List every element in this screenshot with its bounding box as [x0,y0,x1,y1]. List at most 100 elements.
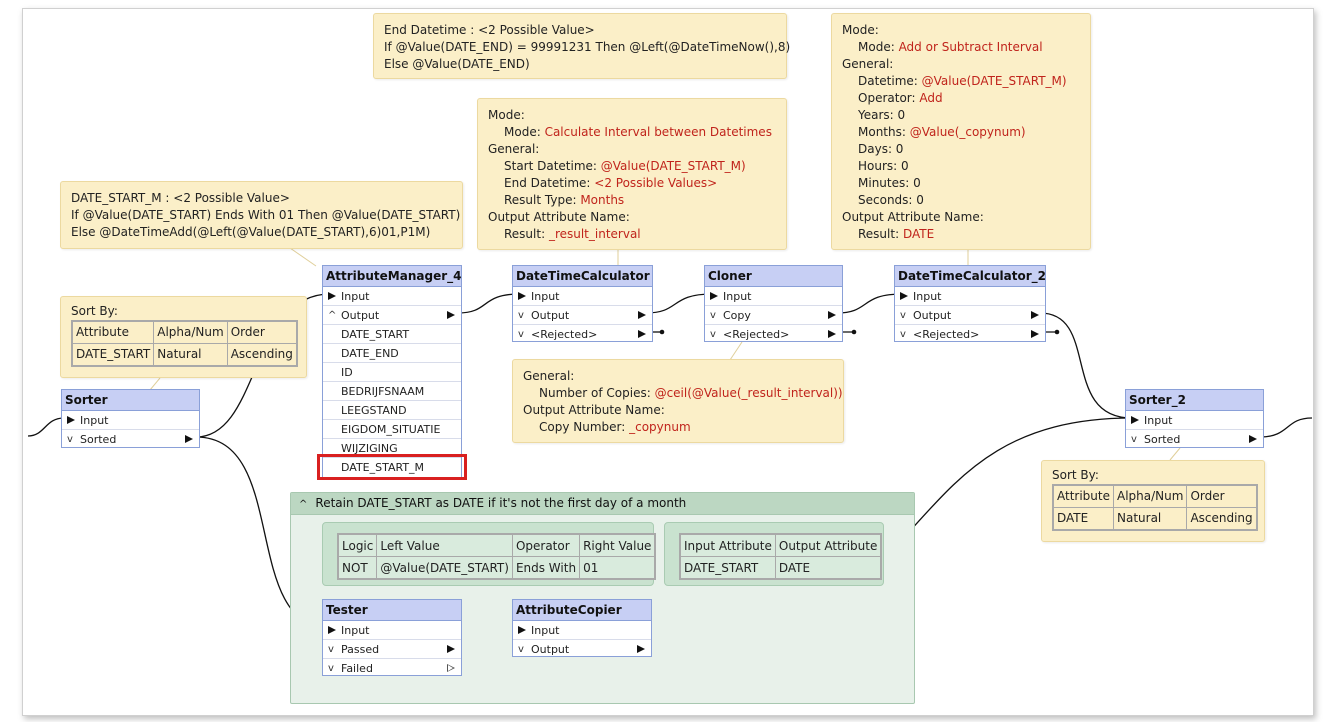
output-port-icon[interactable] [828,330,836,338]
minutes-param: Minutes: 0 [858,176,921,190]
param-label: Number of Copies: [539,386,655,400]
output-port-icon[interactable] [1249,435,1257,443]
chevron-down-icon[interactable]: v [900,329,906,340]
chevron-down-icon[interactable]: v [328,663,334,674]
bookmark-header[interactable]: ^Retain DATE_START as DATE if it's not t… [291,493,914,515]
chevron-down-icon[interactable]: v [710,329,716,340]
param-value: @Value(_copynum) [909,125,1026,139]
output-port-icon[interactable] [638,311,646,319]
output-port-icon[interactable] [638,330,646,338]
input-port[interactable]: Input [323,621,461,640]
collapse-caret-icon[interactable]: ^ [299,499,308,510]
attribute-copier-summary[interactable]: Input Attribute Output Attribute DATE_ST… [664,522,884,586]
input-port[interactable]: Input [513,287,652,306]
sort-by-title: Sort By: [71,304,118,318]
chevron-down-icon[interactable]: v [328,644,334,655]
table-header: Logic [337,533,378,557]
attribute-item[interactable]: ID [323,363,461,382]
param-label: Start Datetime: [504,159,601,173]
unconnected-port-icon[interactable] [447,664,455,672]
date-start-m-note[interactable]: DATE_START_M : <2 Possible Value> If @Va… [60,181,463,249]
chevron-up-icon[interactable]: ^ [328,310,337,321]
tester-summary[interactable]: Logic Left Value Operator Right Value NO… [322,522,657,586]
port-label: Failed [341,662,373,675]
attribute-item[interactable]: DATE_END [323,344,461,363]
datetime-calculator-summary[interactable]: Mode: Mode: Calculate Interval between D… [477,98,787,250]
output-port-icon[interactable] [828,311,836,319]
chevron-down-icon[interactable]: v [900,310,906,321]
param-value: @Value(DATE_START_M) [921,74,1067,88]
output-port[interactable]: v Output [513,640,651,659]
result-type-param: Result Type: Months [488,192,776,209]
rejected-port[interactable]: v<Rejected> [705,325,842,344]
port-label: Output [531,309,570,322]
param-value: Add [919,91,943,105]
sorter-summary[interactable]: Sort By: Attribute Alpha/Num Order DATE_… [60,296,307,378]
output-port[interactable]: ^Output [323,306,461,325]
years-param: Years: 0 [858,108,906,122]
datetime-calculator-2-summary[interactable]: Mode: Mode: Add or Subtract Interval Gen… [831,13,1091,250]
attribute-item[interactable]: EIGDOM_SITUATIE [323,420,461,439]
output-port-icon[interactable] [1031,311,1039,319]
input-port[interactable]: Input [513,621,651,640]
chevron-down-icon[interactable]: v [67,434,73,445]
param-label: Result Type: [504,193,581,207]
attribute-item-selected[interactable]: DATE_START_M [341,461,425,474]
result-param: Result: _result_interval [488,226,776,243]
cloner-summary[interactable]: General: Number of Copies: @ceil(@Value(… [512,359,844,443]
port-label: Output [531,643,570,656]
output-port-icon[interactable] [637,645,645,653]
table-header-row: Input Attribute Output Attribute [679,533,882,557]
output-port[interactable]: v Output [513,306,652,325]
general-header: General: [842,57,894,71]
table-cell: @Value(DATE_START) [376,556,513,580]
table-cell: Natural [1112,507,1188,531]
rejected-port[interactable]: v<Rejected> [895,325,1045,344]
input-port[interactable]: Input [1126,411,1263,430]
output-port-icon[interactable] [185,435,193,443]
chevron-down-icon[interactable]: v [518,329,524,340]
chevron-down-icon[interactable]: v [710,310,716,321]
chevron-down-icon[interactable]: v [518,310,524,321]
chevron-down-icon[interactable]: v [518,644,524,655]
table-header: Output Attribute [774,533,882,557]
rejected-port[interactable]: v<Rejected> [513,325,652,344]
chevron-down-icon[interactable]: v [1131,434,1137,445]
tester-table: Logic Left Value Operator Right Value NO… [337,533,657,580]
output-port[interactable]: v Output [895,306,1045,325]
end-datetime-note[interactable]: End Datetime : <2 Possible Value> If @Va… [373,13,790,79]
attribute-item[interactable]: WIJZIGING [323,439,461,458]
param-value: DATE [902,227,935,241]
param-label: Mode: [504,125,545,139]
input-port[interactable]: Input [323,287,461,306]
output-port-icon[interactable] [447,645,455,653]
table-header: Attribute [71,320,155,344]
attribute-manager-transformer[interactable]: AttributeManager_4 Input ^Output DATE_ST… [322,265,462,478]
attribute-item[interactable]: BEDRIJFSNAAM [323,382,461,401]
attribute-item[interactable]: LEEGSTAND [323,401,461,420]
failed-port[interactable]: v Failed [323,659,461,678]
input-port[interactable]: Input [62,411,199,430]
table-header: Input Attribute [679,533,776,557]
param-value: _result_interval [548,227,641,241]
attribute-item[interactable]: DATE_START [323,325,461,344]
mode-param: Mode: Calculate Interval between Datetim… [488,124,776,141]
output-port-icon[interactable] [447,311,455,319]
input-port[interactable]: Input [705,287,842,306]
input-port[interactable]: Input [895,287,1045,306]
sorter-2-summary[interactable]: Sort By: Attribute Alpha/Num Order DATE … [1041,460,1265,542]
port-label: Output [913,309,952,322]
port-label: Input [1144,414,1173,427]
output-port-icon[interactable] [1031,330,1039,338]
